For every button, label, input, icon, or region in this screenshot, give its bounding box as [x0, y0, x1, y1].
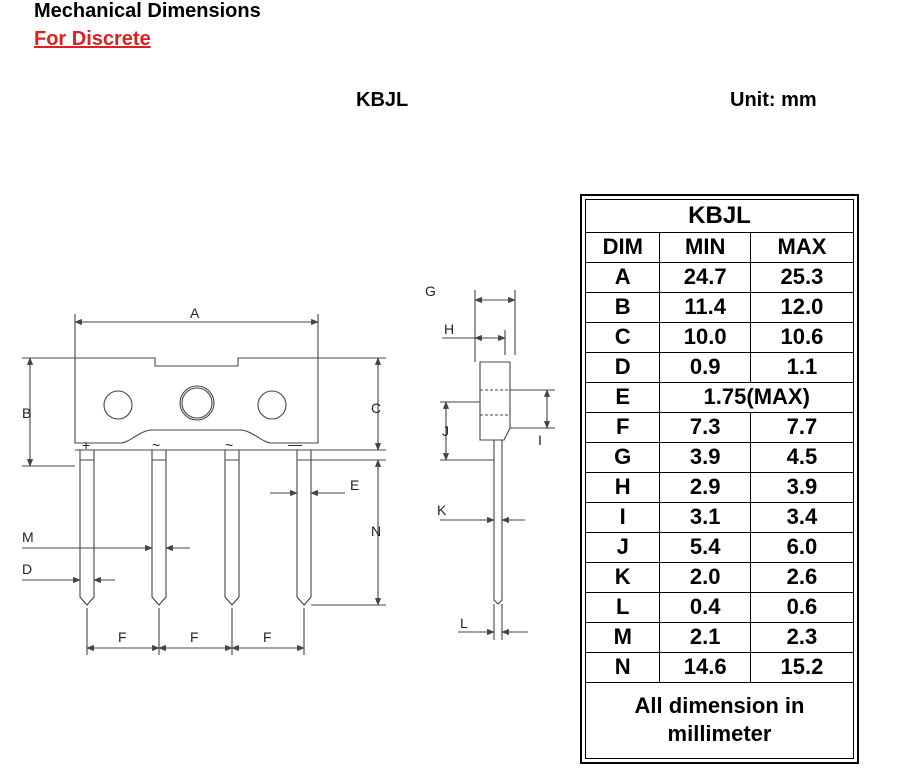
cell-max: 3.4	[749, 501, 855, 533]
cell-min: 3.9	[659, 441, 751, 473]
mechanical-drawing: A B C N E M D F F F G H I J K L + ~ ~ —	[22, 283, 555, 655]
label-a: A	[190, 305, 200, 321]
cell-merged: 1.75(MAX)	[659, 381, 854, 413]
cell-max: 3.9	[749, 471, 855, 503]
table-title: KBJL	[585, 199, 854, 233]
cell-max: 25.3	[749, 261, 855, 293]
label-e: E	[350, 477, 359, 493]
cell-dim: B	[584, 291, 661, 323]
table-row: L 0.4 0.6	[584, 591, 855, 623]
cell-min: 2.9	[659, 471, 751, 503]
center-mounting-hole	[179, 385, 215, 421]
label-j: J	[442, 423, 449, 439]
cell-max: 1.1	[749, 351, 855, 383]
label-f-2: F	[190, 629, 199, 645]
cell-min: 14.6	[659, 651, 751, 683]
lead-ac2	[224, 459, 240, 606]
label-h: H	[444, 321, 454, 337]
side-view-body	[479, 361, 511, 441]
cell-min: 0.4	[659, 591, 751, 623]
left-pin-hole	[103, 390, 133, 420]
cell-min: 7.3	[659, 411, 751, 443]
cell-max: 7.7	[749, 411, 855, 443]
label-f-1: F	[118, 629, 127, 645]
table-row: N 14.6 15.2	[584, 651, 855, 683]
table-row: C 10.0 10.6	[584, 321, 855, 353]
label-g: G	[425, 283, 436, 299]
dimension-table: KBJL DIM MIN MAX A 24.7 25.3 B 11.4 12.0…	[580, 194, 859, 764]
lead-ac1	[151, 459, 167, 606]
table-row: M 2.1 2.3	[584, 621, 855, 653]
lead-minus	[296, 459, 312, 606]
cell-dim: J	[584, 531, 661, 563]
label-c: C	[371, 400, 381, 416]
cell-dim: L	[584, 591, 661, 623]
cell-dim: A	[584, 261, 661, 293]
cell-max: 15.2	[749, 651, 855, 683]
pin-ac1-symbol: ~	[152, 437, 160, 453]
header-min: MIN	[659, 231, 751, 263]
table-row: E 1.75(MAX)	[584, 381, 854, 413]
cell-dim: E	[584, 381, 661, 413]
label-i: I	[538, 432, 542, 448]
package-body	[74, 357, 319, 444]
cell-max: 0.6	[749, 591, 855, 623]
table-row: J 5.4 6.0	[584, 531, 855, 563]
lead-plus	[79, 459, 95, 606]
cell-dim: N	[584, 651, 661, 683]
cell-min: 24.7	[659, 261, 751, 293]
cell-dim: I	[584, 501, 661, 533]
table-row: H 2.9 3.9	[584, 471, 855, 503]
cell-max: 2.3	[749, 621, 855, 653]
page-title: Mechanical Dimensions	[34, 0, 261, 22]
label-k: K	[437, 502, 447, 518]
table-row: F 7.3 7.7	[584, 411, 855, 443]
label-n: N	[371, 523, 381, 539]
label-l: L	[460, 615, 468, 631]
model-name: KBJL	[356, 89, 409, 111]
cell-dim: C	[584, 321, 661, 353]
cell-max: 12.0	[749, 291, 855, 323]
right-pin-hole	[257, 390, 287, 420]
center-mounting-hole-inner	[181, 387, 213, 419]
cell-min: 2.1	[659, 621, 751, 653]
cell-min: 10.0	[659, 321, 751, 353]
cell-dim: D	[584, 351, 661, 383]
cell-dim: G	[584, 441, 661, 473]
pin-minus-symbol: —	[288, 436, 302, 452]
table-header-row: DIM MIN MAX	[584, 231, 855, 263]
cell-min: 0.9	[659, 351, 751, 383]
header-max: MAX	[749, 231, 855, 263]
unit-label: Unit: mm	[730, 89, 817, 111]
pin-ac2-symbol: ~	[225, 437, 233, 453]
pin-plus-symbol: +	[82, 437, 90, 453]
side-view-lead	[493, 440, 503, 605]
table-row: G 3.9 4.5	[584, 441, 855, 473]
cell-min: 5.4	[659, 531, 751, 563]
table-row: B 11.4 12.0	[584, 291, 855, 323]
cell-min: 3.1	[659, 501, 751, 533]
cell-min: 2.0	[659, 561, 751, 593]
label-d: D	[22, 561, 32, 577]
table-footer: All dimension in millimeter	[585, 681, 854, 760]
cell-min: 11.4	[659, 291, 751, 323]
cell-max: 4.5	[749, 441, 855, 473]
for-discrete-link[interactable]: For Discrete	[34, 28, 151, 50]
cell-max: 6.0	[749, 531, 855, 563]
header-dim: DIM	[584, 231, 661, 263]
cell-max: 2.6	[749, 561, 855, 593]
cell-dim: M	[584, 621, 661, 653]
label-m: M	[22, 529, 34, 545]
label-b: B	[22, 405, 31, 421]
table-row: A 24.7 25.3	[584, 261, 855, 293]
table-row: K 2.0 2.6	[584, 561, 855, 593]
label-f-3: F	[263, 629, 272, 645]
cell-max: 10.6	[749, 321, 855, 353]
cell-dim: K	[584, 561, 661, 593]
cell-dim: F	[584, 411, 661, 443]
table-row: D 0.9 1.1	[584, 351, 855, 383]
cell-dim: H	[584, 471, 661, 503]
table-row: I 3.1 3.4	[584, 501, 855, 533]
table-footer-text: All dimension in millimeter	[634, 692, 805, 747]
